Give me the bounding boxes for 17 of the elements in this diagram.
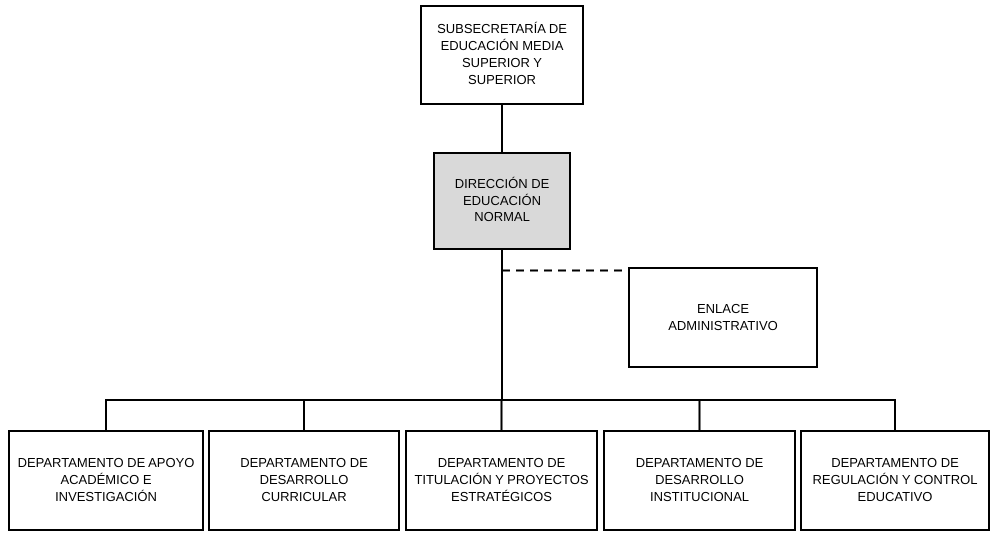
connector-line [501, 105, 503, 152]
org-box [800, 430, 990, 531]
box-label: DEPARTAMENTO DE REGULACIÓN Y CONTROL EDUCATIVO [812, 455, 978, 506]
box-label: DEPARTAMENTO DE TITULACIÓN Y PROYECTOS ESTRATÉGICOS [413, 455, 590, 506]
box-label: DEPARTAMENTO DE APOYO ACADÉMICO E INVESTIGACIÓN [16, 455, 196, 506]
box-label: SUBSECRETARÍA DE EDUCACIÓN MEDIA SUPERIOR Y SUPERIOR [436, 21, 568, 89]
org-box [433, 152, 571, 250]
org-box [8, 430, 204, 531]
org-box [603, 430, 796, 531]
box-label: DIRECCIÓN DE EDUCACIÓN NORMAL [454, 176, 550, 226]
box-label: DEPARTAMENTO DE DESARROLLO CURRICULAR [239, 455, 369, 506]
org-box [405, 430, 598, 531]
box-label: DEPARTAMENTO DE DESARROLLO INSTITUCIONAL [634, 455, 764, 506]
org-box [208, 430, 400, 531]
org-box [420, 5, 584, 105]
org-box [628, 267, 818, 368]
box-label: ENLACE ADMINISTRATIVO [667, 300, 779, 334]
